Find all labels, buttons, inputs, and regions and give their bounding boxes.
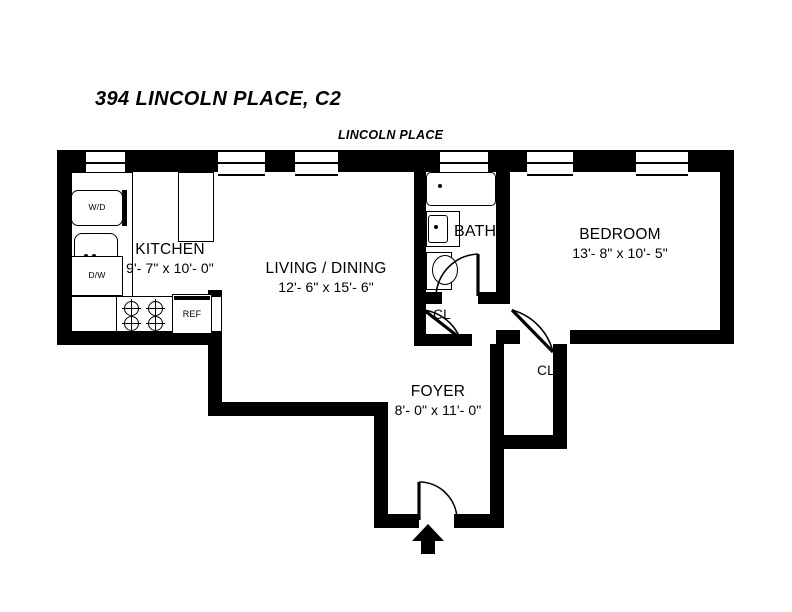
wall-left-exterior xyxy=(57,150,71,345)
door-bath xyxy=(435,253,480,297)
bathtub-fixture xyxy=(426,172,496,206)
closet-foyer-name: CL xyxy=(537,363,555,378)
bath-sink-drain xyxy=(434,225,438,229)
wall-bath-right xyxy=(496,150,510,298)
window-3 xyxy=(295,150,338,176)
wall-foyer-step-horiz xyxy=(490,435,567,449)
bathtub-drain xyxy=(438,184,442,188)
wall-living-bottom xyxy=(208,402,388,416)
washer-dryer-edge xyxy=(122,190,127,226)
wall-top-seg-6 xyxy=(573,150,636,172)
room-label-closet-foyer: CL xyxy=(524,362,568,379)
wall-top-seg-2 xyxy=(125,150,218,172)
wall-bath-bottom xyxy=(414,292,442,304)
kitchen-name: KITCHEN xyxy=(135,241,205,258)
range-burner-4 xyxy=(146,314,165,333)
washer-dryer-label: W/D xyxy=(88,202,106,212)
bedroom-name: BEDROOM xyxy=(579,226,661,243)
wall-bath-bottom-right xyxy=(478,292,510,304)
page-title: 394 LINCOLN PLACE, C2 xyxy=(95,88,342,110)
living-dining-dimensions: 12'- 6" x 15'- 6" xyxy=(278,278,374,295)
range-burner-3 xyxy=(122,314,141,333)
room-label-foyer: FOYER 8'- 0" x 11'- 0" xyxy=(350,382,526,419)
wall-kitchen-bottom xyxy=(57,331,222,345)
foyer-dimensions: 8'- 0" x 11'- 0" xyxy=(394,401,482,418)
room-label-kitchen: KITCHEN 9'- 7" x 10'- 0" xyxy=(62,240,278,277)
bath-name: BATH xyxy=(454,223,497,240)
kitchen-counter-upper-partition xyxy=(178,172,214,242)
wall-foyer-bottom-left xyxy=(374,514,419,528)
street-label: LINCOLN PLACE xyxy=(338,128,444,142)
wall-foyer-right-vert xyxy=(490,435,504,528)
living-dining-name: LIVING / DINING xyxy=(265,260,387,277)
refrigerator-appliance xyxy=(172,294,212,334)
range-burner-1 xyxy=(122,299,141,318)
door-closet-foyer xyxy=(510,308,555,354)
wall-right-exterior xyxy=(720,150,734,344)
room-label-bath: BATH xyxy=(440,222,528,242)
refrigerator-top-edge xyxy=(174,296,210,300)
wall-closet-bath-right-stub xyxy=(460,334,472,346)
window-6 xyxy=(636,150,688,176)
room-label-living-dining: LIVING / DINING 12'- 6" x 15'- 6" xyxy=(218,259,434,296)
closet-bath-name: CL xyxy=(433,307,451,322)
bedroom-dimensions: 13'- 8" x 10'- 5" xyxy=(572,244,668,261)
door-entry xyxy=(417,481,458,521)
foyer-name: FOYER xyxy=(410,383,466,400)
bath-sink-basin xyxy=(428,215,448,243)
kitchen-dimensions: 9'- 7" x 10'- 0" xyxy=(126,259,214,276)
wall-foyer-left-vert xyxy=(374,402,388,528)
door-closet-bath xyxy=(423,308,461,340)
dishwasher-label: D/W xyxy=(88,270,106,280)
wall-closet-foyer-right xyxy=(553,344,567,442)
entry-arrow-icon xyxy=(412,524,444,554)
refrigerator-label: REF xyxy=(182,309,202,319)
wall-closet-foyer-bottom xyxy=(490,344,504,436)
wall-living-right-stub xyxy=(496,330,520,344)
wall-bedroom-bottom xyxy=(570,330,734,344)
dishwasher-appliance xyxy=(71,256,123,296)
room-label-bedroom: BEDROOM 13'- 8" x 10'- 5" xyxy=(528,225,712,262)
window-5 xyxy=(527,150,573,176)
wall-top-seg-3 xyxy=(265,150,295,172)
window-2 xyxy=(218,150,265,176)
room-label-closet-bath: CL xyxy=(420,306,464,323)
